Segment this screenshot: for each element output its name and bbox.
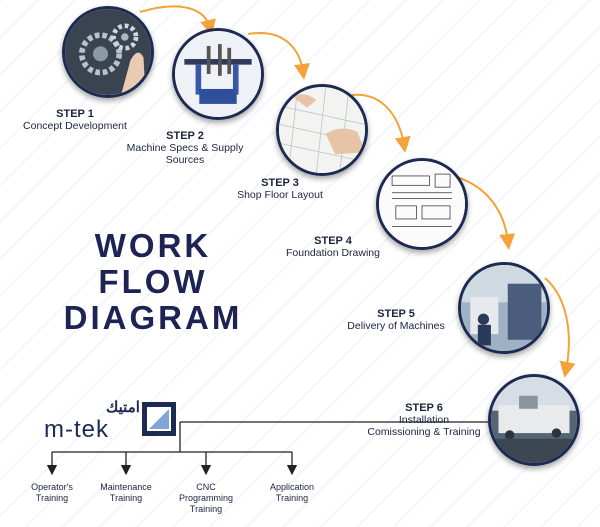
step-1-label: STEP 1 Concept Development xyxy=(10,108,140,132)
step-1-number: STEP 1 xyxy=(56,108,94,120)
step-6-number: STEP 6 xyxy=(405,402,443,414)
step-5-description: Delivery of Machines xyxy=(347,320,445,332)
logo-mark-icon xyxy=(142,402,176,436)
step-4-description: Foundation Drawing xyxy=(286,247,380,259)
step-6-description: Installation Comissioning & Training xyxy=(367,414,481,438)
step-5-label: STEP 5 Delivery of Machines xyxy=(336,308,456,332)
arrow-1-to-2 xyxy=(139,5,216,36)
title-line-2: FLOW xyxy=(98,263,208,300)
logo-arabic-text: امتيك xyxy=(106,399,140,416)
training-tree xyxy=(46,421,490,476)
arrow-3-to-4 xyxy=(351,93,411,153)
step-5-number: STEP 5 xyxy=(377,308,415,320)
title-line-3: DIAGRAM xyxy=(63,299,243,336)
step-2-number: STEP 2 xyxy=(166,130,204,142)
step-2-label: STEP 2 Machine Specs & Supply Sources xyxy=(110,130,260,166)
step-6-image xyxy=(488,374,580,466)
step-4-label: STEP 4 Foundation Drawing xyxy=(278,235,388,259)
step-2-image xyxy=(172,28,264,120)
diagram-title: WORK FLOW DIAGRAM xyxy=(58,228,248,336)
arrow-4-to-5 xyxy=(449,174,516,250)
step-2-description: Machine Specs & Supply Sources xyxy=(126,142,244,166)
training-application: Application Training xyxy=(269,482,315,503)
training-cnc-programming: CNC Programming Training xyxy=(178,482,234,514)
arrow-5-to-6 xyxy=(544,277,576,378)
step-5-image xyxy=(458,262,550,354)
step-1-image xyxy=(62,6,154,98)
mtek-logo: امتيك m-tek xyxy=(44,398,184,443)
arrow-2-to-3 xyxy=(247,32,310,80)
step-3-label: STEP 3 Shop Floor Layout xyxy=(220,177,340,201)
step-6-label: STEP 6 Installation Comissioning & Train… xyxy=(358,402,490,438)
training-maintenance: Maintenance Training xyxy=(100,482,152,503)
step-1-description: Concept Development xyxy=(23,120,127,132)
logo-latin-text: m-tek xyxy=(44,416,109,443)
step-3-description: Shop Floor Layout xyxy=(237,189,323,201)
step-4-number: STEP 4 xyxy=(314,235,352,247)
title-line-1: WORK xyxy=(94,227,212,264)
step-4-image xyxy=(376,158,468,250)
step-3-image xyxy=(276,84,368,176)
training-operators: Operator's Training xyxy=(31,482,73,503)
step-3-number: STEP 3 xyxy=(261,177,299,189)
